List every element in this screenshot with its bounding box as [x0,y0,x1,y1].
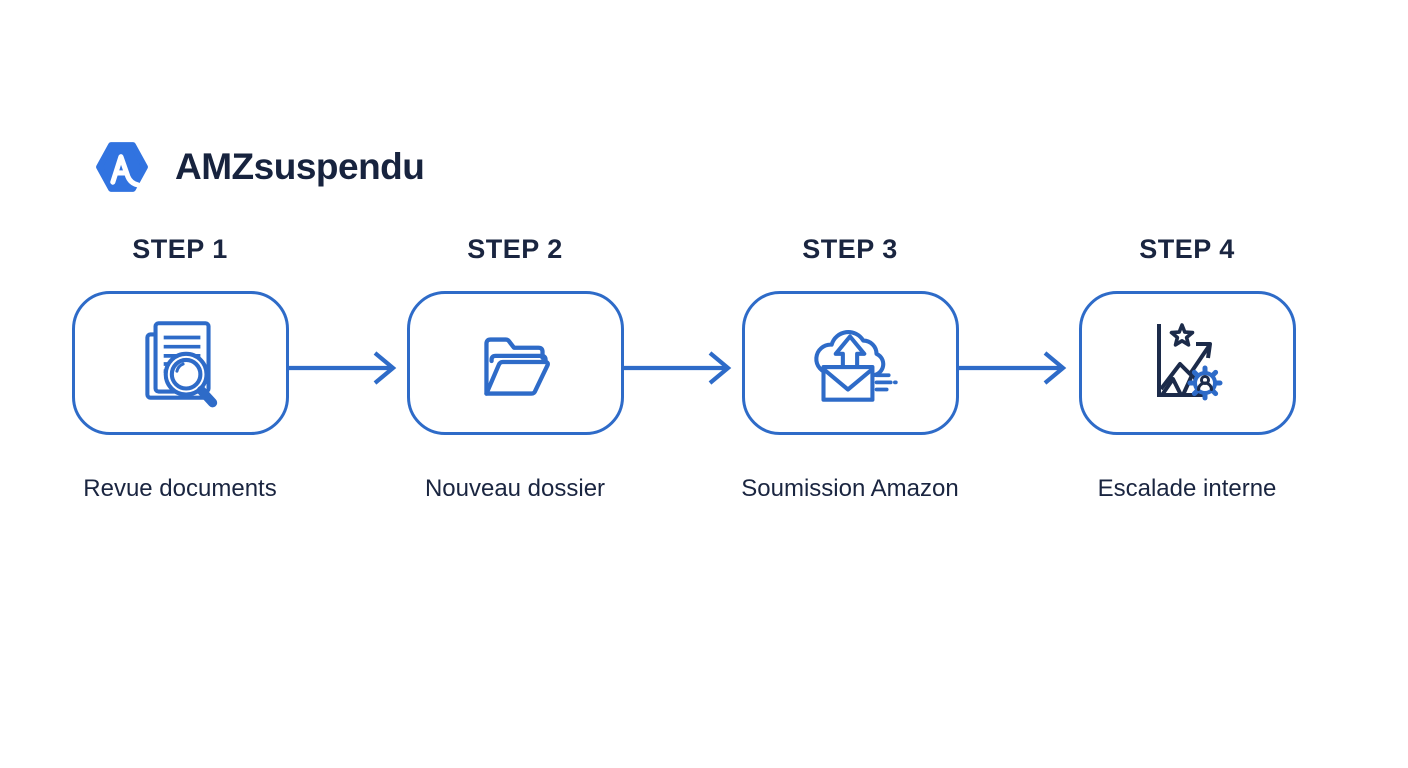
growth-chart-gear-icon [1157,323,1223,401]
step-3-heading: STEP 3 [802,234,898,264]
step-3-box [741,291,959,436]
step-1-label: Revue documents [83,475,277,503]
step-column-1: STEP 1 Revue documents [50,233,310,504]
step-column-3: STEP 3 Soumission Amazon [720,233,980,504]
step-2-label: Nouveau dossier [424,475,606,503]
flow-arrow-2-icon [624,351,732,385]
document-review-icon [145,321,218,408]
step-2-box [406,291,624,436]
step-1-box [71,291,289,436]
step-4-label: Escalade interne [1097,475,1277,503]
flow-arrow-3-icon [959,351,1067,385]
flow-arrow-1-icon [289,351,397,385]
brand-name: AMZsuspendu [175,146,425,187]
hexagon-a-logo-icon [96,142,148,192]
step-4-box [1078,291,1296,436]
step-1-heading: STEP 1 [132,234,228,264]
open-folder-icon [484,337,550,397]
logo: AMZsuspendu [95,139,425,195]
step-3-label: Soumission Amazon [741,475,959,503]
step-4-heading: STEP 4 [1139,234,1235,264]
step-2-heading: STEP 2 [467,234,563,264]
step-column-4: STEP 4 [1057,233,1317,504]
step-column-2: STEP 2 Nouveau dossier [385,233,645,504]
cloud-upload-envelope-icon [814,330,898,403]
